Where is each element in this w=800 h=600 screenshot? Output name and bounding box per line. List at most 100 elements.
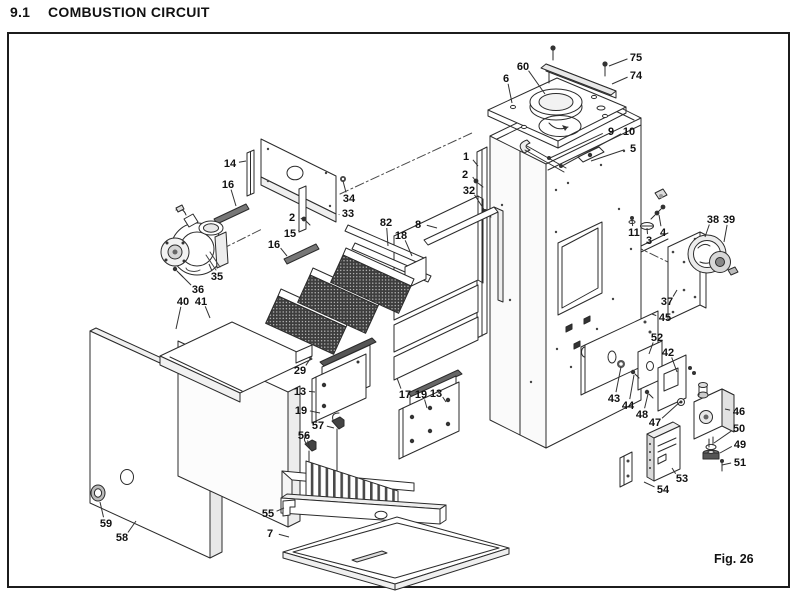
section-number: 9.1 — [10, 4, 31, 20]
pilot-plate-group — [617, 340, 696, 412]
leader-line-35 — [208, 263, 213, 272]
leader-line-2 — [472, 176, 476, 181]
control-box-group — [619, 421, 681, 488]
part-label-52: 52 — [651, 332, 663, 344]
part-label-51: 51 — [734, 457, 746, 469]
part-label-4: 4 — [660, 227, 667, 239]
control-box-53 — [653, 425, 681, 482]
leader-line-14 — [238, 160, 247, 163]
leader-line-43 — [615, 366, 622, 393]
part-label-55: 55 — [262, 508, 274, 520]
part-label-57: 57 — [312, 420, 324, 432]
part-label-2: 2 — [289, 212, 295, 224]
leader-line-3 — [646, 227, 649, 235]
leader-line-82 — [386, 227, 389, 247]
electrode-57 — [331, 416, 345, 430]
leader-line-57 — [326, 425, 335, 429]
part-label-10: 10 — [623, 126, 635, 138]
part-label-15: 15 — [284, 228, 296, 240]
right-cleanout-plate — [398, 369, 463, 460]
part-label-42: 42 — [662, 347, 674, 359]
part-label-16: 16 — [268, 239, 280, 251]
figure-number: Fig. 26 — [714, 552, 754, 566]
base-panel-7 — [282, 516, 510, 591]
leader-line-50 — [713, 430, 732, 444]
mid-panel-assembly — [344, 195, 504, 381]
leader-line-75 — [608, 58, 628, 67]
part-label-29: 29 — [294, 365, 306, 377]
leader-line-46 — [724, 408, 731, 411]
leader-line-44 — [629, 374, 635, 400]
leader-line-9 — [549, 132, 603, 159]
page-title: COMBUSTION CIRCUIT — [48, 4, 210, 20]
leader-line-55 — [276, 507, 285, 512]
part-label-40: 40 — [177, 296, 189, 308]
part-label-37: 37 — [661, 296, 673, 308]
leader-line-48 — [644, 393, 649, 409]
leader-line-4 — [658, 214, 662, 227]
leader-line-37 — [672, 289, 678, 297]
part-label-75: 75 — [630, 52, 642, 64]
part-label-45: 45 — [659, 312, 671, 324]
part-label-33: 33 — [342, 208, 354, 220]
part-label-60: 60 — [517, 61, 529, 73]
leader-line-13 — [308, 390, 316, 393]
part-label-16: 16 — [222, 179, 234, 191]
leader-line-56 — [307, 440, 311, 450]
leader-line-1 — [472, 159, 479, 167]
part-label-13: 13 — [294, 386, 306, 398]
bracket-54 — [619, 451, 633, 488]
part-label-6: 6 — [503, 73, 509, 85]
insulation-panels — [159, 321, 313, 528]
part-label-41: 41 — [195, 296, 207, 308]
leader-line-8 — [426, 224, 438, 229]
part-label-74: 74 — [630, 70, 643, 82]
part-label-18: 18 — [395, 230, 407, 242]
part-label-32: 32 — [463, 185, 475, 197]
part-label-11: 11 — [628, 227, 640, 239]
exploded-view-art — [89, 45, 739, 591]
leader-line-5 — [590, 149, 625, 162]
leader-line-34 — [342, 180, 347, 193]
blower-assembly — [160, 204, 229, 278]
leader-line-7 — [278, 533, 290, 538]
heat-exchanger-fins-29 — [265, 247, 415, 355]
leader-line-60 — [528, 70, 546, 95]
burner-assembly — [280, 460, 447, 525]
top-bracket-rail-74 — [540, 45, 617, 99]
part-label-19: 19 — [415, 389, 427, 401]
leader-line-74 — [611, 76, 628, 85]
screw-51 — [720, 459, 724, 463]
leader-line-17 — [396, 377, 402, 389]
leader-line-40 — [175, 306, 182, 330]
leader-line-38 — [704, 224, 710, 238]
leader-line-51 — [721, 462, 732, 466]
leader-lines — [99, 58, 733, 538]
part-label-13: 13 — [430, 388, 442, 400]
strip-15 — [298, 185, 307, 233]
plate-13-left — [315, 353, 367, 422]
part-label-1: 1 — [463, 151, 469, 163]
leader-line-18 — [404, 240, 413, 257]
leader-line-6 — [507, 83, 513, 104]
top-panel-assembly — [487, 68, 627, 149]
leader-line-16 — [280, 247, 288, 257]
leader-line-19 — [424, 399, 428, 409]
rail-16a — [213, 203, 250, 225]
leader-line-36 — [178, 272, 192, 286]
part-label-56: 56 — [298, 430, 310, 442]
bracket-42 — [657, 354, 687, 412]
part-label-5: 5 — [630, 143, 636, 155]
part-label-9: 9 — [608, 126, 614, 138]
leader-line-41 — [204, 306, 211, 319]
screws-75 — [550, 45, 608, 77]
part-label-35: 35 — [211, 271, 223, 283]
part-label-43: 43 — [608, 393, 620, 405]
part-label-34: 34 — [343, 193, 356, 205]
leader-line-47 — [661, 401, 681, 419]
part-label-49: 49 — [734, 439, 746, 451]
leader-line-11 — [631, 218, 634, 227]
part-label-82: 82 — [380, 217, 392, 229]
fan-assembly — [640, 231, 739, 321]
